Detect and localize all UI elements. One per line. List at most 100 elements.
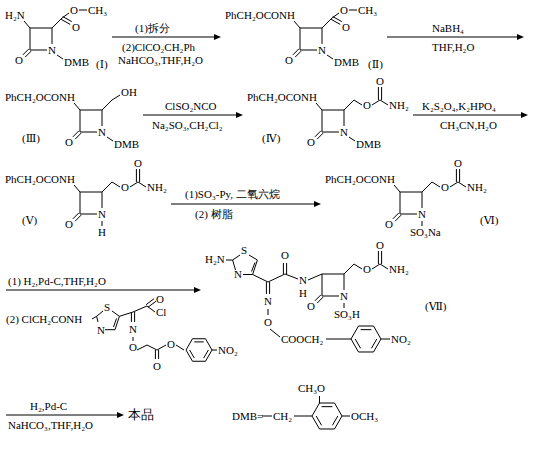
- bond: [372, 264, 380, 269]
- bond: [25, 51, 31, 57]
- reaction-arrow: [413, 112, 528, 118]
- reagent-label: Cl: [156, 306, 166, 319]
- bond: [332, 416, 337, 425]
- bond: [285, 274, 298, 279]
- reaction-arrow: [6, 412, 124, 418]
- reagent-label: CH₃O: [298, 382, 325, 395]
- bond: [422, 221, 423, 226]
- bond: [112, 311, 119, 316]
- bond: [102, 110, 103, 126]
- bond: [80, 192, 81, 214]
- bond: [233, 255, 240, 260]
- atom-label: N: [48, 44, 56, 57]
- bond: [107, 137, 113, 141]
- bond: [158, 350, 159, 359]
- bond: [249, 255, 257, 260]
- atom-label: PhCH₂OCONH: [247, 91, 317, 104]
- bond: [190, 350, 195, 358]
- bond: [206, 339, 213, 350]
- bond: [80, 132, 97, 133]
- bond: [92, 316, 97, 319]
- bond: [30, 50, 47, 51]
- atom-label: CH₃: [358, 4, 377, 17]
- atom-label: NH₂: [389, 263, 409, 276]
- reaction-condition: K₂S₂O₄,K₂HPO₄: [422, 100, 496, 113]
- bond: [354, 264, 362, 269]
- bond: [136, 169, 137, 182]
- atom-label: O: [121, 181, 129, 194]
- bond: [400, 214, 417, 215]
- bond: [79, 10, 87, 11]
- reaction-arrow: [112, 34, 221, 40]
- reagent-label: (2)ClCO₂CH₂Ph: [122, 41, 195, 54]
- atom-label: DMB: [114, 138, 139, 151]
- compound: H₂NSNNOCOOCH₂NO₂ONHONSO₃HOONH₂(Ⅶ): [203, 237, 449, 348]
- bond: [317, 297, 323, 303]
- atom-label: (Ⅴ): [22, 214, 37, 227]
- bond: [344, 303, 345, 308]
- compound: PhCH₂OCONHOHONDMB(Ⅲ): [3, 84, 141, 153]
- atom-label: N: [234, 268, 242, 281]
- atom-label: N: [98, 208, 106, 221]
- bond: [344, 110, 345, 126]
- bond: [300, 28, 322, 29]
- atom-label: (Ⅰ): [96, 58, 108, 71]
- bond: [193, 361, 206, 362]
- reaction-arrow: [171, 201, 321, 207]
- bond: [270, 329, 280, 337]
- reagent-label: THF,H₂O: [432, 41, 474, 54]
- atom-label: SO₃Na: [410, 226, 441, 239]
- bond: [361, 329, 372, 330]
- bond: [322, 274, 323, 296]
- bond: [312, 403, 320, 416]
- bond: [146, 299, 154, 305]
- atom-label: O: [363, 99, 371, 112]
- bond: [139, 169, 140, 182]
- product-label: 本品: [126, 405, 156, 424]
- bond: [372, 100, 380, 105]
- bond: [374, 339, 382, 352]
- atom-label: H₂N: [5, 9, 25, 22]
- bond: [30, 28, 31, 50]
- bond: [333, 17, 342, 22]
- bond: [157, 345, 166, 350]
- reagent-label: Na₂SO₃,CH₂Cl₂: [152, 119, 223, 132]
- bond: [349, 137, 355, 141]
- bond: [300, 28, 301, 50]
- atom-label: O: [385, 218, 393, 231]
- bond: [268, 309, 269, 315]
- bond: [194, 341, 203, 342]
- bond: [359, 326, 374, 327]
- bond: [381, 87, 382, 100]
- atom-label: (Ⅶ): [425, 300, 447, 313]
- bond: [319, 396, 320, 403]
- bond: [133, 306, 147, 312]
- atom-label: H: [98, 226, 106, 239]
- bond: [294, 416, 312, 417]
- bond: [176, 345, 184, 350]
- reagent-label: N: [129, 323, 137, 336]
- atom-label: (Ⅵ): [480, 214, 498, 227]
- bond: [97, 311, 103, 316]
- bond: [286, 263, 287, 274]
- compound: PhCH₂OCONHOONH₂ONSO₃Na(Ⅵ): [323, 155, 500, 241]
- atom-label: N: [418, 208, 426, 221]
- atom-label: (Ⅳ): [262, 132, 280, 145]
- atom-label: NH₂: [467, 181, 487, 194]
- atom-label: O: [70, 4, 78, 17]
- bond: [102, 100, 112, 110]
- bond: [75, 215, 81, 221]
- compound: PhCH₂OCONHOCH₃OONDMB(Ⅱ): [223, 2, 385, 73]
- reagent-label: CH₃CN,H₂O: [440, 119, 497, 132]
- bond: [316, 416, 321, 425]
- bond: [97, 316, 98, 322]
- bond: [322, 132, 339, 133]
- reagent-label: NaHCO₃,THF,H₂O: [118, 54, 203, 67]
- atom-label: O: [15, 54, 23, 67]
- bond: [312, 416, 320, 429]
- bond: [371, 339, 376, 348]
- bond: [381, 339, 390, 340]
- bond: [74, 185, 80, 192]
